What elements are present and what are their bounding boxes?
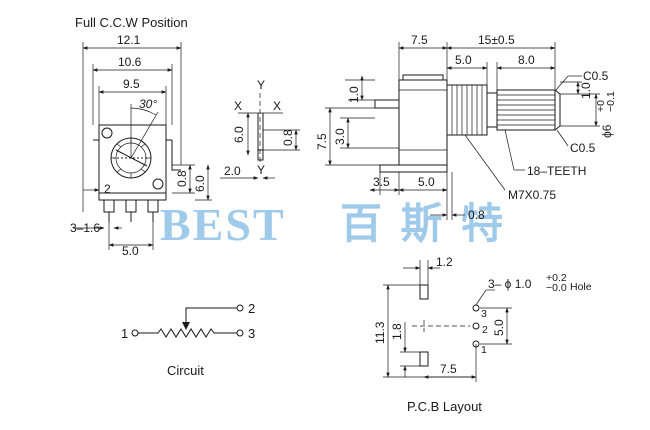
teeth-label: 18–TEETH: [527, 164, 586, 178]
resistor-symbol: [138, 328, 237, 338]
pcb-hole-2: [472, 322, 480, 330]
circuit-pin2: 2: [248, 301, 255, 316]
side-dim-1-0-left: 1.0: [347, 86, 361, 103]
front-view: Full C.C.W Position 12.1 10.6 9.5: [70, 15, 212, 258]
side-dim-15: 15±0.5: [478, 33, 515, 47]
circuit-pin1-dot: [131, 329, 139, 337]
hole-tol-upper: +0.2: [546, 272, 567, 284]
detail-x-left: X: [234, 99, 242, 113]
circuit-pin2-dot: [236, 304, 244, 312]
side-dim-8-0: 8.0: [518, 53, 535, 67]
pcb-hole-3: [472, 304, 480, 312]
shaft-tol-upper: +0: [595, 100, 607, 112]
hole-suffix: Hole: [570, 281, 592, 293]
pcb-dim-5-0: 5.0: [492, 319, 506, 336]
detail-y-bottom: Y: [257, 163, 265, 177]
pcb-dim-7-5: 7.5: [440, 362, 457, 376]
circuit-pin3: 3: [248, 326, 255, 341]
side-dim-3-0: 3.0: [333, 128, 347, 145]
dim-2-front: 2: [104, 182, 111, 196]
shaft-tol-lower: −0.1: [605, 91, 617, 112]
watermark-latin: BEST: [160, 199, 286, 250]
dim-12-1: 12.1: [117, 33, 141, 47]
dim-10-6: 10.6: [118, 55, 142, 69]
side-dim-0-8: 0.8: [468, 208, 485, 222]
dim-3-1-6: 3–1.6: [70, 221, 100, 235]
chamfer-c05-bottom: C0.5: [570, 141, 596, 155]
hole-tol-lower: −0.0: [546, 282, 567, 294]
pcb-pin2: 2: [482, 324, 488, 336]
detail-y-top: Y: [257, 78, 265, 92]
hole-spec: 3– ϕ 1.0: [488, 277, 532, 291]
chamfer-c05: C0.5: [583, 69, 609, 83]
thread-label: M7X0.75: [508, 188, 556, 202]
pcb-dim-11-3: 11.3: [373, 321, 387, 344]
side-dim-3-5: 3.5: [373, 175, 390, 189]
circuit-pin1: 1: [121, 326, 128, 341]
pcb-slot-bottom: [419, 351, 429, 367]
circuit-title: Circuit: [167, 363, 204, 378]
pcb-pin1: 1: [481, 344, 487, 356]
terminal-detail: Y X X Y 6.0 0.8 2.0: [220, 78, 300, 180]
circuit-pin3-dot: [236, 329, 244, 337]
pcb-slot-top: [419, 284, 429, 300]
pcb-dim-1-2: 1.2: [436, 255, 453, 269]
side-dim-5-0-bottom: 5.0: [418, 175, 435, 189]
pcb-dim-1-8: 1.8: [390, 323, 404, 340]
pcb-pin3: 3: [481, 308, 487, 320]
dim-5-0-front: 5.0: [122, 244, 139, 258]
detail-x-right: X: [273, 99, 281, 113]
watermark: BEST 百 斯 特: [160, 199, 507, 250]
dim-9-5: 9.5: [123, 77, 140, 91]
wiper-line: [185, 307, 237, 326]
angle-30: 30°: [139, 97, 157, 111]
detail-dim-2-0: 2.0: [224, 164, 241, 178]
full-ccw-title: Full C.C.W Position: [75, 15, 188, 30]
side-dim-5-0-top: 5.0: [455, 53, 472, 67]
dim-6-0-front: 6.0: [193, 175, 207, 192]
side-view: 7.5 15±0.5 5.0 8.0: [315, 33, 617, 222]
detail-dim-6-0: 6.0: [232, 126, 246, 143]
pcb-layout: 1.2 11.3 1.8 3 2 1 5.0 7.5: [373, 255, 592, 414]
detail-dim-0-8: 0.8: [281, 129, 295, 146]
dim-0-8-front: 0.8: [175, 170, 189, 187]
side-dim-1-0-right: 1.0: [579, 82, 593, 99]
watermark-chinese: 百 斯 特: [340, 201, 507, 248]
shaft-dia: ϕ6: [600, 124, 614, 138]
side-dim-7-5-left: 7.5: [315, 133, 329, 150]
circuit-diagram: 1 2 3 Circuit: [121, 301, 255, 378]
side-dim-7-5-top: 7.5: [411, 33, 428, 47]
pcb-title: P.C.B Layout: [407, 399, 482, 414]
